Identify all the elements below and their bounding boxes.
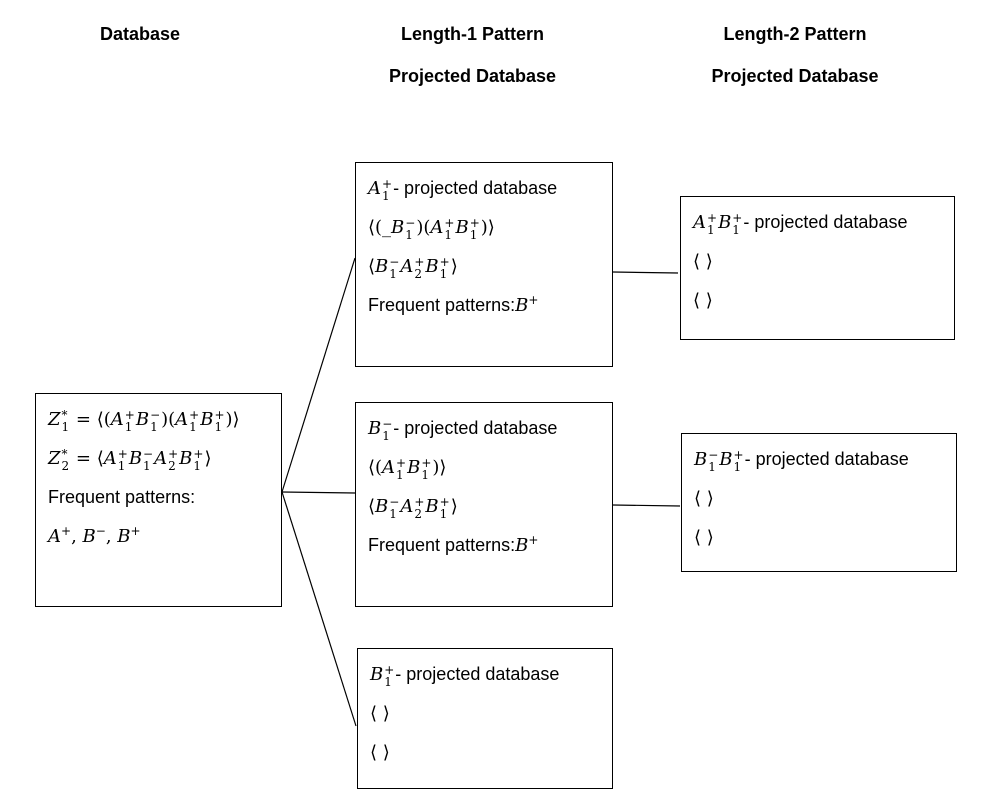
frequent-patterns-label: Frequent patterns: <box>368 295 516 315</box>
edge-a1plus-to-a1b1 <box>612 271 679 274</box>
edge-b1minus-to-b1minusb1plus <box>612 504 681 507</box>
empty-sequence-2: ⟨ ⟩ <box>693 290 713 311</box>
box-title: A+1- projected database <box>368 177 558 203</box>
frequent-patterns-values: A+, B−, B+ <box>48 524 141 547</box>
frequent-patterns: Frequent patterns:B+ <box>368 533 539 556</box>
empty-sequence-1: ⟨ ⟩ <box>694 488 714 509</box>
header-length2-line2: Projected Database <box>711 66 879 86</box>
box-title: B+1- projected database <box>370 663 560 689</box>
edge-db-to-b1plus <box>281 491 357 727</box>
edge-db-to-a1plus <box>281 257 356 493</box>
header-length1-line1: Length-1 Pattern <box>400 24 544 44</box>
header-length1-line2: Projected Database <box>388 66 557 86</box>
box-title-suffix: - projected database <box>743 212 908 232</box>
box-title-suffix: - projected database <box>393 418 558 438</box>
edge-db-to-b1minus <box>281 491 356 494</box>
frequent-patterns-label: Frequent patterns: <box>368 535 516 555</box>
box-title-suffix: - projected database <box>393 178 558 198</box>
empty-sequence-1: ⟨ ⟩ <box>370 703 390 724</box>
empty-sequence-2: ⟨ ⟩ <box>370 742 390 763</box>
box-title: B−1- projected database <box>368 417 558 443</box>
box-title-suffix: - projected database <box>395 664 560 684</box>
empty-sequence-1: ⟨ ⟩ <box>693 251 713 272</box>
box-title-suffix: - projected database <box>744 449 909 469</box>
b1plus-projected-box: B+1- projected database ⟨ ⟩ ⟨ ⟩ <box>357 648 613 789</box>
header-database: Database <box>99 24 181 44</box>
frequent-patterns: Frequent patterns:B+ <box>368 293 539 316</box>
empty-sequence-2: ⟨ ⟩ <box>694 527 714 548</box>
frequent-patterns-label: Frequent patterns: <box>48 487 196 507</box>
header-length2-line1: Length-2 Pattern <box>723 24 867 44</box>
